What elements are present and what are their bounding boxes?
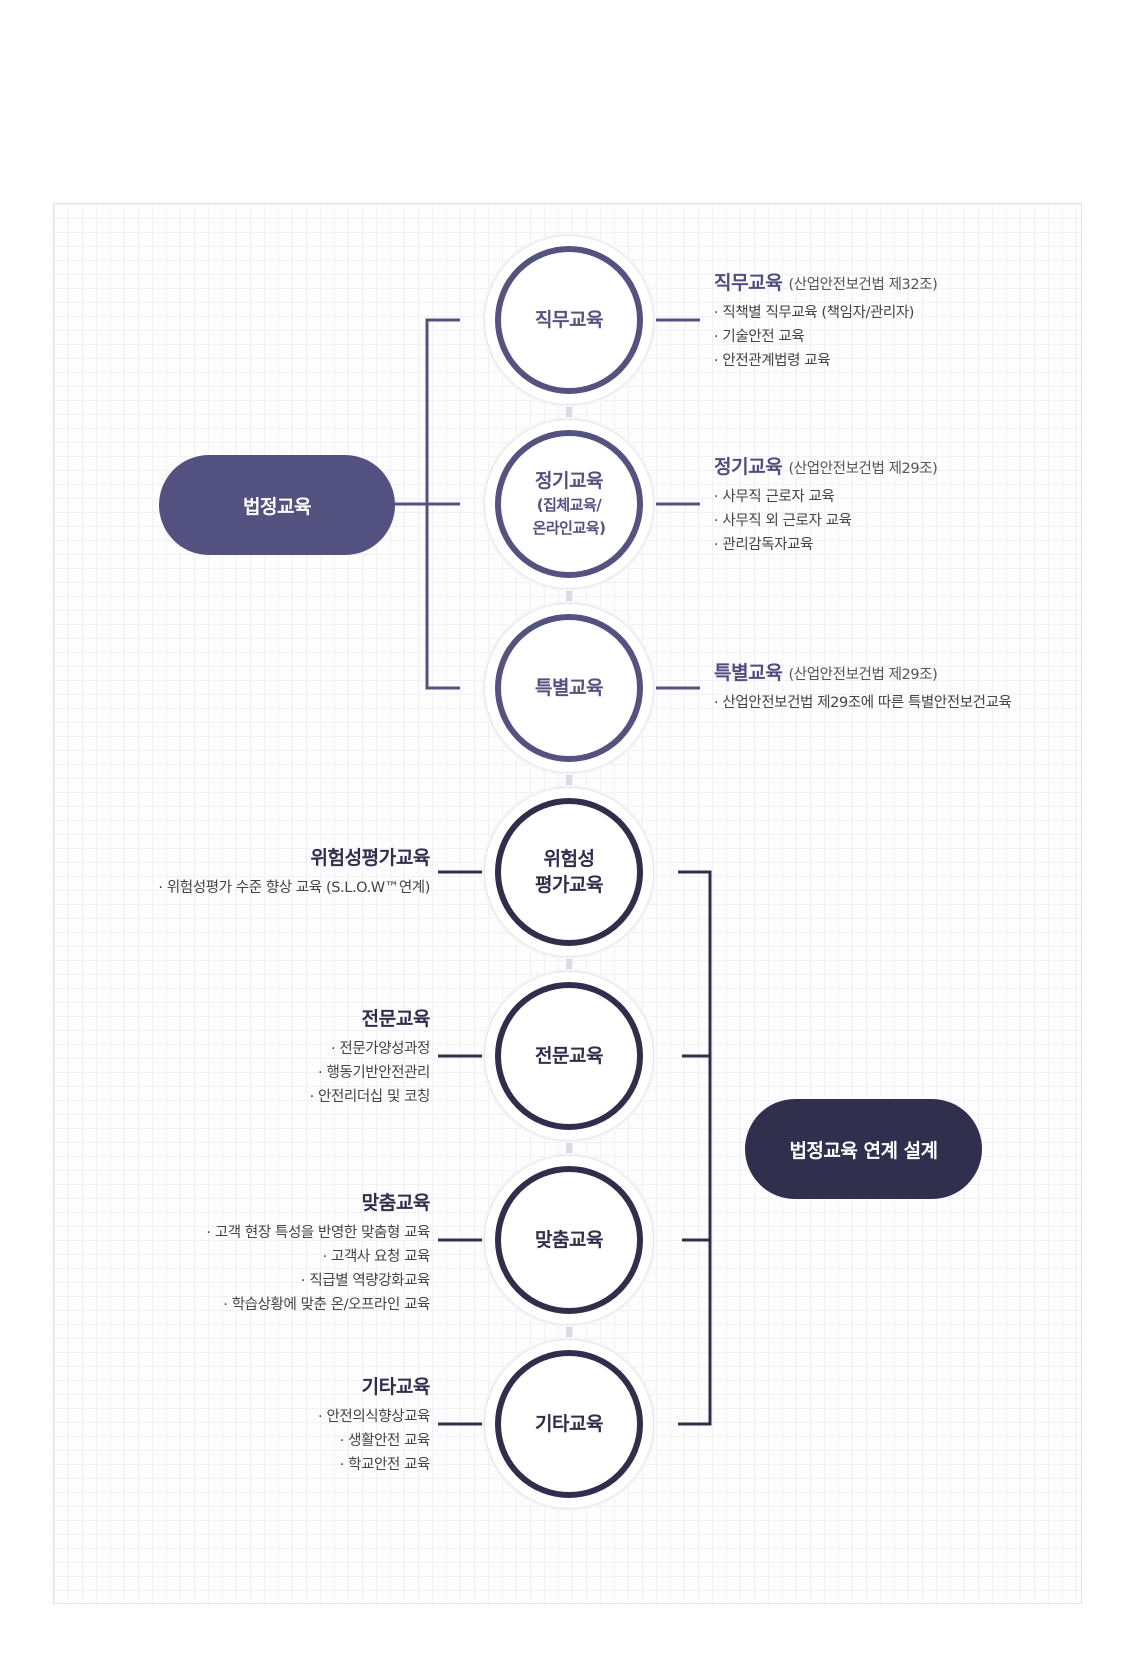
list-item: 고객 현장 특성을 반영한 맞춤형 교육 bbox=[206, 1221, 431, 1245]
node-label: 기타교육 bbox=[535, 1413, 603, 1435]
info-custom-education: 맞춤교육 고객 현장 특성을 반영한 맞춤형 교육고객사 요청 교육직급별 역량… bbox=[206, 1188, 431, 1317]
info-title: 기타교육 bbox=[361, 1376, 431, 1398]
node-expert-education: 전문교육 bbox=[484, 971, 654, 1141]
info-title: 직무교육 bbox=[714, 272, 783, 294]
label-line: (집체교육/ bbox=[536, 496, 602, 514]
info-law: (산업안전보건법 제32조) bbox=[788, 277, 938, 293]
node-sublabel: (집체교육/온라인교육) bbox=[533, 494, 606, 540]
node-label: 정기교육 bbox=[535, 470, 603, 492]
list-item: 생활안전 교육 bbox=[318, 1429, 430, 1453]
info-title: 특별교육 bbox=[714, 662, 783, 684]
list-item: 학교안전 교육 bbox=[318, 1453, 430, 1477]
node-label: 특별교육 bbox=[535, 677, 603, 699]
label-line: 위험성 bbox=[543, 848, 595, 870]
list-item: 전문가양성과정 bbox=[310, 1037, 430, 1061]
node-special-education: 특별교육 bbox=[484, 603, 654, 773]
list-item: 기술안전 교육 bbox=[714, 325, 937, 349]
node-custom-education: 맞춤교육 bbox=[484, 1155, 654, 1325]
list-item: 안전리더십 및 코칭 bbox=[310, 1085, 430, 1109]
info-title: 전문교육 bbox=[361, 1008, 431, 1030]
label-line: 평가교육 bbox=[535, 874, 603, 896]
list-item: 직급별 역량강화교육 bbox=[206, 1269, 430, 1293]
legal-bracket bbox=[395, 318, 460, 690]
info-expert-education: 전문교육 전문가양성과정행동기반안전관리안전리더십 및 코칭 bbox=[310, 1004, 430, 1109]
list-item: 학습상황에 맞춘 온/오프라인 교육 bbox=[206, 1293, 431, 1317]
label-line: 온라인교육) bbox=[532, 519, 606, 537]
info-law: (산업안전보건법 제29조) bbox=[788, 667, 938, 683]
info-etc-education: 기타교육 안전의식향상교육생활안전 교육학교안전 교육 bbox=[318, 1372, 430, 1477]
node-label: 전문교육 bbox=[535, 1045, 603, 1067]
info-job-education: 직무교육 (산업안전보건법 제32조) 직책별 직무교육 (책임자/관리자)기술… bbox=[714, 268, 938, 373]
info-title: 맞춤교육 bbox=[361, 1192, 431, 1214]
info-special-education: 특별교육 (산업안전보건법 제29조) 산업안전보건법 제29조에 따른 특별안… bbox=[714, 658, 1012, 715]
info-regular-education: 정기교육 (산업안전보건법 제29조) 사무직 근로자 교육사무직 외 근로자 … bbox=[714, 452, 938, 557]
list-item: 산업안전보건법 제29조에 따른 특별안전보건교육 bbox=[714, 691, 1011, 715]
node-regular-education: 정기교육 (집체교육/온라인교육) bbox=[484, 419, 654, 589]
list-item: 행동기반안전관리 bbox=[310, 1061, 430, 1085]
node-label: 직무교육 bbox=[535, 309, 603, 331]
linked-connectors bbox=[438, 870, 488, 1426]
node-job-education: 직무교육 bbox=[484, 235, 654, 405]
legal-connectors bbox=[650, 318, 700, 690]
info-title: 정기교육 bbox=[714, 456, 783, 478]
info-law: (산업안전보건법 제29조) bbox=[788, 461, 938, 477]
linked-bracket bbox=[678, 870, 712, 1426]
node-etc-education: 기타교육 bbox=[484, 1339, 654, 1509]
node-label: 맞춤교육 bbox=[535, 1229, 603, 1251]
list-item: 사무직 근로자 교육 bbox=[714, 485, 937, 509]
list-item: 안전의식향상교육 bbox=[318, 1405, 430, 1429]
list-item: 고객사 요청 교육 bbox=[206, 1245, 430, 1269]
info-title: 위험성평가교육 bbox=[310, 847, 430, 869]
list-item: 사무직 외 근로자 교육 bbox=[714, 509, 937, 533]
legal-education-pill: 법정교육 bbox=[159, 455, 395, 555]
list-item: 위험성평가 수준 향상 교육 (S.L.O.W™연계) bbox=[158, 876, 431, 900]
linked-design-pill: 법정교육 연계 설계 bbox=[745, 1099, 982, 1199]
list-item: 직책별 직무교육 (책임자/관리자) bbox=[714, 301, 937, 325]
list-item: 관리감독자교육 bbox=[714, 533, 937, 557]
info-risk-education: 위험성평가교육 위험성평가 수준 향상 교육 (S.L.O.W™연계) bbox=[158, 843, 431, 900]
list-item: 안전관계법령 교육 bbox=[714, 349, 937, 373]
